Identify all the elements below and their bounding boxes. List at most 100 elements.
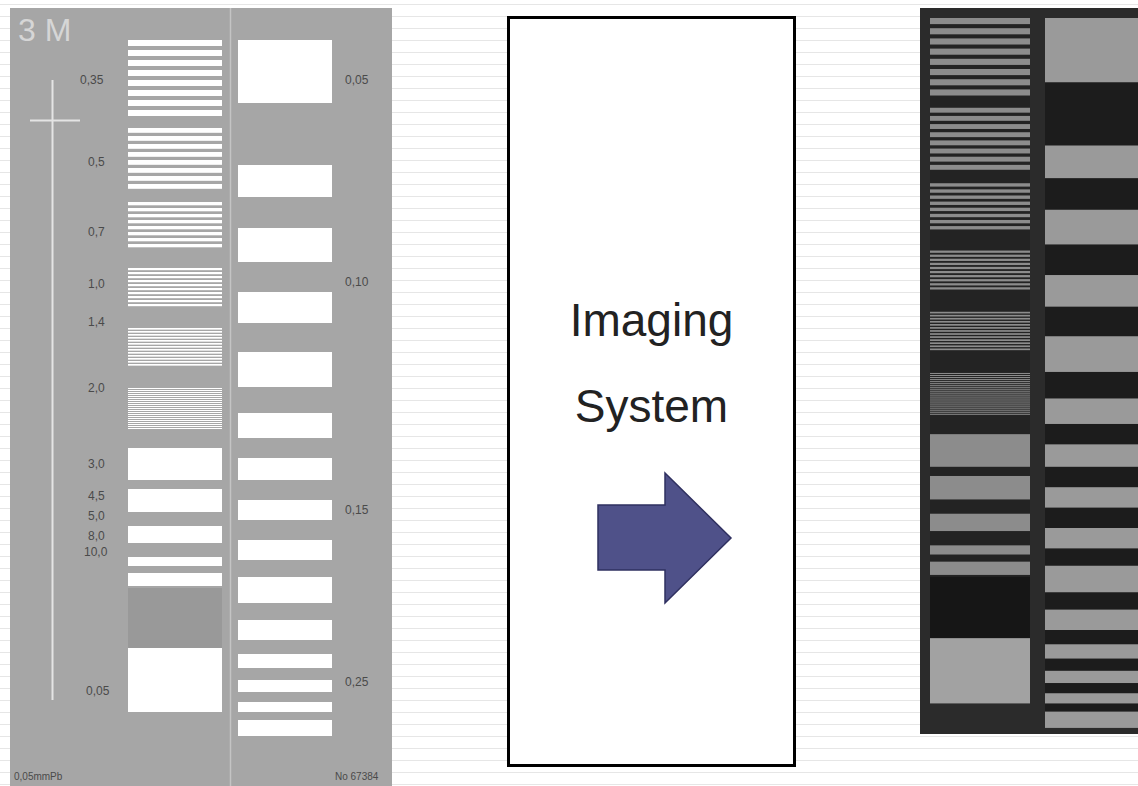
scale-value: 0,7: [88, 226, 105, 240]
step-bar: [1045, 566, 1138, 593]
line-pair-bar: [930, 545, 1030, 554]
step-bar: [1045, 444, 1138, 466]
line-pair-bar: [930, 333, 1030, 335]
line-pair-bar: [128, 144, 222, 149]
line-pair-bar: [930, 408, 1030, 409]
scale-line: [52, 80, 54, 700]
line-pair-bar: [128, 337, 222, 339]
line-pair-bar: [930, 271, 1030, 273]
line-pair-bar: [128, 300, 222, 302]
step-bar: [238, 720, 332, 736]
line-pair-bar: [930, 393, 1030, 394]
line-pair-bar: [930, 38, 1030, 44]
process-box: Imaging System: [507, 16, 796, 767]
step-bar: [238, 228, 332, 262]
line-pair-bar: [930, 339, 1030, 341]
line-pair-bar: [128, 355, 222, 357]
line-pair-bar: [128, 418, 222, 419]
line-pair-bar: [930, 395, 1030, 396]
line-pair-bar: [930, 279, 1030, 281]
line-pair-bar: [930, 375, 1030, 376]
line-pair-bar: [128, 428, 222, 429]
centre-line: [230, 8, 232, 786]
line-pair-bar: [128, 334, 222, 336]
image-ground: [10, 8, 392, 786]
line-pair-bar: [930, 373, 1030, 374]
line-pair-bar: [128, 426, 222, 427]
line-pair-bar: [128, 160, 222, 165]
line-pair-bar: [930, 28, 1030, 34]
line-pair-bar: [128, 136, 222, 141]
line-pair-bar: [128, 60, 222, 66]
step-bar: [238, 500, 332, 520]
step-bar: [238, 620, 332, 640]
line-pair-bar: [930, 263, 1030, 265]
line-pair-bar: [128, 420, 222, 421]
line-pair-bar: [930, 315, 1030, 317]
scale-value: No 67384: [335, 771, 378, 783]
line-pair-bar: [128, 202, 222, 205]
step-bar: [1045, 644, 1138, 658]
step-bar: [1045, 671, 1138, 683]
line-pair-bar: [930, 157, 1030, 162]
line-pair-bar: [930, 220, 1030, 223]
line-pair-bar: [930, 132, 1030, 137]
line-pair-bar: [128, 40, 222, 46]
line-pair-bar: [128, 349, 222, 351]
line-pair-bar: [930, 385, 1030, 386]
step-bar: [1045, 693, 1138, 703]
line-pair-bar: [930, 312, 1030, 314]
line-pair-bar: [128, 416, 222, 417]
line-pair-bar: [128, 70, 222, 76]
line-pair-bar: [128, 288, 222, 290]
line-pair-bar: [930, 562, 1030, 575]
line-pair-bar: [930, 397, 1030, 398]
scale-value: 0,15: [345, 504, 368, 518]
line-pair-bar: [930, 414, 1030, 415]
line-pair-bar: [930, 18, 1030, 24]
line-pair-bar: [930, 402, 1030, 403]
scale-value: 1,4: [88, 316, 105, 330]
step-bar: [238, 702, 332, 712]
line-pair-bar: [128, 406, 222, 407]
line-pair-bar: [930, 379, 1030, 380]
line-pair-bar: [930, 399, 1030, 400]
line-pair-bar: [128, 152, 222, 157]
line-pair-bar: [930, 381, 1030, 382]
step-bar: [238, 40, 332, 103]
line-pair-bar: [128, 402, 222, 403]
line-pair-bar: [930, 391, 1030, 392]
box-label: Imaging System: [537, 277, 767, 449]
line-pair-bar: [128, 238, 222, 241]
line-pair-bar: [128, 346, 222, 348]
step-bar: [238, 165, 332, 197]
line-pair-bar: [128, 50, 222, 56]
line-pair-bar: [128, 214, 222, 217]
lead-block: [930, 577, 1030, 638]
line-pair-bar: [128, 424, 222, 425]
line-pair-bar: [128, 208, 222, 211]
line-pair-bar: [930, 267, 1030, 269]
line-pair-bar: [930, 434, 1030, 467]
step-bar: [1045, 712, 1138, 728]
line-pair-bar: [930, 348, 1030, 350]
scale-value: 0,05: [345, 74, 368, 88]
line-pair-bar: [930, 383, 1030, 384]
line-pair-bar: [930, 226, 1030, 229]
step-bar: [1045, 610, 1138, 630]
step-bar: [1045, 528, 1138, 548]
line-pair-bar: [930, 89, 1030, 95]
line-pair-bar: [128, 232, 222, 235]
line-pair-bar: [930, 79, 1030, 85]
line-pair-bar: [128, 364, 222, 366]
line-pair-bar: [128, 422, 222, 423]
line-pair-bar: [930, 327, 1030, 329]
line-pair-bar: [128, 280, 222, 282]
step-bar: [238, 577, 332, 603]
line-pair-bar: [128, 304, 222, 306]
line-pair-bar: [128, 400, 222, 401]
line-pair-bar: [930, 69, 1030, 75]
line-pair-bar: [930, 336, 1030, 338]
line-pair-bar: [930, 255, 1030, 257]
